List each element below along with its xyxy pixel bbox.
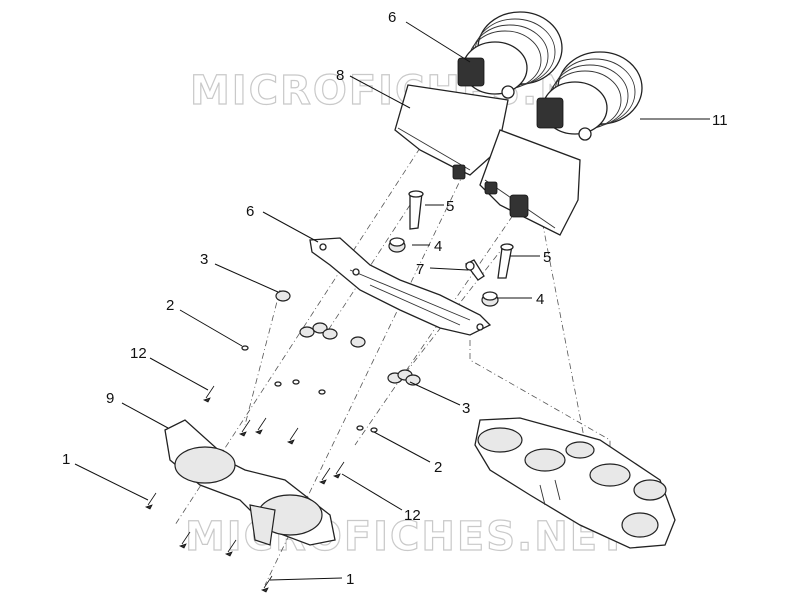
callout-11: 11	[712, 112, 728, 129]
callout-4a: 4	[434, 238, 442, 255]
callout-12a: 12	[130, 345, 147, 362]
bulb-7	[465, 259, 485, 281]
pin-5a	[408, 190, 424, 230]
callout-7: 7	[416, 261, 424, 278]
grommet-4a	[388, 237, 406, 253]
gauge-10-body	[457, 11, 563, 99]
callout-4b: 4	[536, 291, 544, 308]
callout-2b: 2	[434, 459, 442, 476]
callout-10: 6	[388, 9, 396, 26]
lower-cover-9	[164, 419, 336, 546]
callout-5a: 5	[446, 198, 454, 215]
callout-8: 8	[336, 67, 344, 84]
gauge-11-body	[536, 51, 643, 141]
callout-12b: 12	[404, 507, 421, 524]
triple-clamp	[474, 417, 676, 549]
callout-6: 6	[246, 203, 254, 220]
pin-5b	[497, 243, 514, 279]
callout-1b: 1	[346, 571, 354, 588]
leader-lines	[74, 21, 710, 581]
grommets-3	[275, 290, 421, 386]
screws-12	[144, 385, 345, 593]
callout-labels: 6 11 8 6 5 4 7 5 4 3 2 12 9 3 2 12 1 1	[62, 9, 728, 588]
gauge-housing-8	[394, 84, 581, 236]
callout-5b: 5	[543, 249, 551, 266]
callout-1a: 1	[62, 451, 70, 468]
grommet-4b	[481, 291, 499, 307]
callout-3a: 3	[200, 251, 208, 268]
callout-9: 9	[106, 390, 114, 407]
mounting-bracket-6	[309, 237, 492, 336]
washers-2	[241, 345, 378, 433]
callout-2a: 2	[166, 297, 174, 314]
callout-3b: 3	[462, 400, 470, 417]
